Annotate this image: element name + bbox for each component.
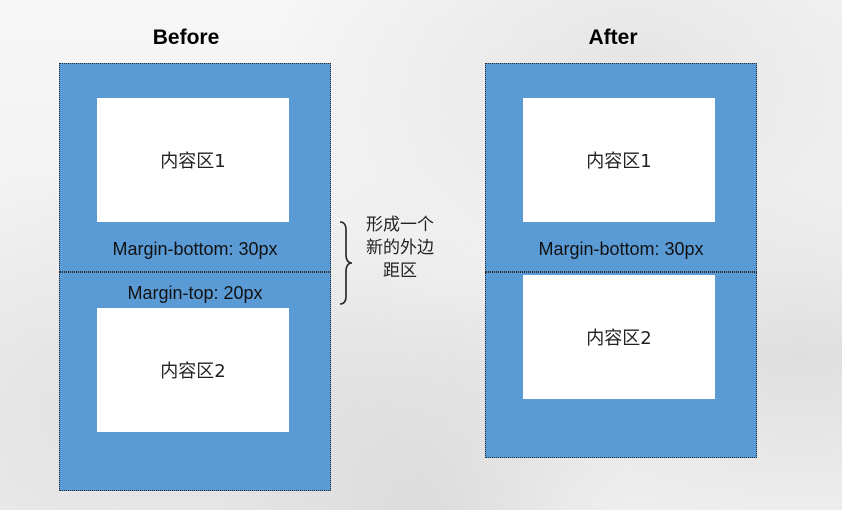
after-content-label-2: 内容区2 — [586, 328, 652, 349]
after-box-2: 内容区2 — [485, 272, 757, 458]
after-margin-bottom-label: Margin-bottom: 30px — [538, 239, 704, 259]
before-heading: Before — [152, 26, 220, 49]
before-margin-bottom-label: Margin-bottom: 30px — [112, 239, 278, 259]
before-box-2: Margin-top: 20px 内容区2 — [59, 272, 331, 491]
after-box-1: 内容区1 Margin-bottom: 30px — [485, 63, 757, 272]
after-heading: After — [588, 26, 638, 49]
before-content-area-2: 内容区2 — [97, 308, 289, 432]
merged-margin-note: 形成一个 新的外边 距区 — [357, 214, 443, 283]
before-content-label-2: 内容区2 — [160, 361, 226, 382]
note-line-2: 新的外边 — [366, 238, 434, 258]
before-content-area-1: 内容区1 — [97, 98, 289, 222]
before-content-label-1: 内容区1 — [160, 151, 226, 172]
note-line-1: 形成一个 — [366, 215, 434, 235]
before-box-1: 内容区1 Margin-bottom: 30px — [59, 63, 331, 272]
after-content-label-1: 内容区1 — [586, 151, 652, 172]
note-line-3: 距区 — [383, 261, 417, 281]
before-margin-top-label: Margin-top: 20px — [127, 283, 263, 303]
after-content-area-2: 内容区2 — [523, 275, 715, 399]
curly-brace — [339, 221, 353, 305]
after-content-area-1: 内容区1 — [523, 98, 715, 222]
